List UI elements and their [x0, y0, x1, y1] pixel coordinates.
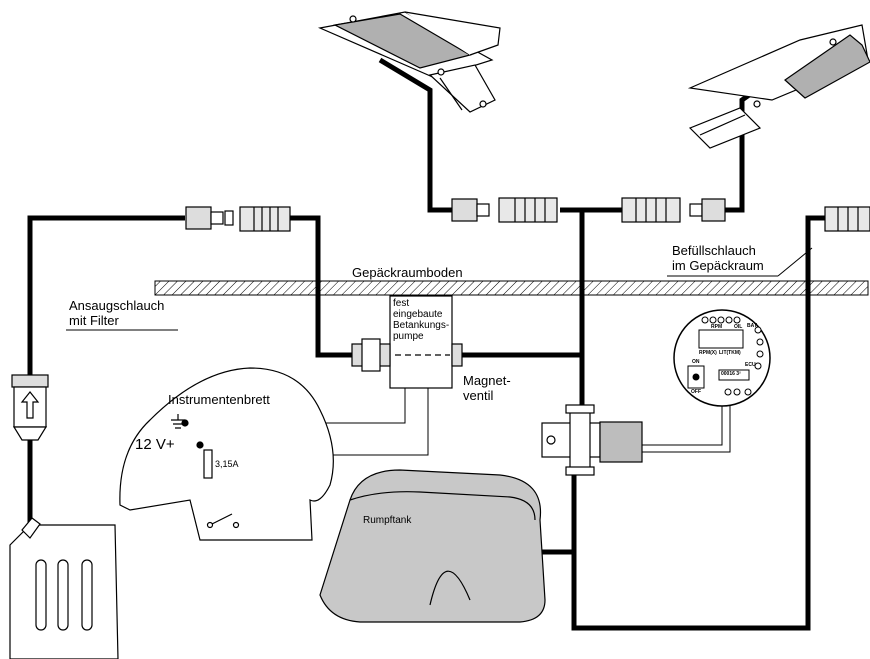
fuel-hoses — [27, 57, 825, 631]
left-wing-hose — [378, 57, 452, 213]
coupling-center-left — [451, 197, 558, 223]
coupling-center-right — [621, 197, 726, 223]
solenoid-valve — [541, 404, 643, 476]
fuse-symbol — [203, 449, 213, 479]
ground-icon — [171, 414, 185, 429]
coupling-left — [185, 206, 291, 232]
gauge-lit-tkm: LIT(TKM) — [719, 350, 741, 356]
pump-label-1: fest — [393, 298, 410, 309]
filter — [11, 374, 49, 441]
gauge-rpm-x: RPM(X) — [699, 350, 717, 356]
left-wing — [317, 11, 501, 113]
suction-label-2: mit Filter — [69, 313, 119, 328]
pump — [351, 295, 463, 389]
tank-label: Rumpftank — [363, 515, 412, 526]
pump-label-3: Betankungs- — [393, 320, 450, 331]
voltage-label: 12 V+ — [135, 436, 175, 453]
luggage-floor — [154, 280, 869, 296]
gauge-on: ON — [692, 359, 700, 365]
pump-label-2: eingebaute — [393, 309, 443, 320]
fill-hose-label-2: im Gepäckraum — [672, 258, 764, 273]
fuse-label: 3,15A — [215, 459, 239, 469]
up-arrow-icon — [20, 391, 40, 419]
coupling-right-edge — [824, 206, 870, 232]
gauge-counter: 00016 3² — [721, 371, 741, 377]
gauge-ecu: ECU — [745, 362, 756, 368]
tank-return-hose — [571, 215, 825, 631]
gauge-off: OFF — [691, 389, 701, 395]
fuselage-tank — [319, 469, 546, 623]
fuel-canister — [9, 517, 119, 659]
valve-label-1: Magnet- — [463, 373, 511, 388]
gauge-bat: BAT — [747, 323, 757, 329]
panel-label: Instrumentenbrett — [168, 392, 270, 407]
floor-label: Gepäckraumboden — [352, 265, 463, 280]
gauge-oil: OIL — [734, 324, 743, 330]
instrument-panel — [119, 367, 334, 541]
valve-label-2: ventil — [463, 388, 494, 403]
suction-label-1: Ansaugschlauch — [69, 298, 165, 313]
tank-gauge — [673, 309, 771, 407]
fill-hose-label-1: Befüllschlauch — [672, 243, 756, 258]
couplings — [185, 197, 870, 232]
pump-label-4: pumpe — [393, 331, 424, 342]
right-wing — [687, 24, 870, 149]
gauge-rpm: RPM — [711, 324, 723, 330]
